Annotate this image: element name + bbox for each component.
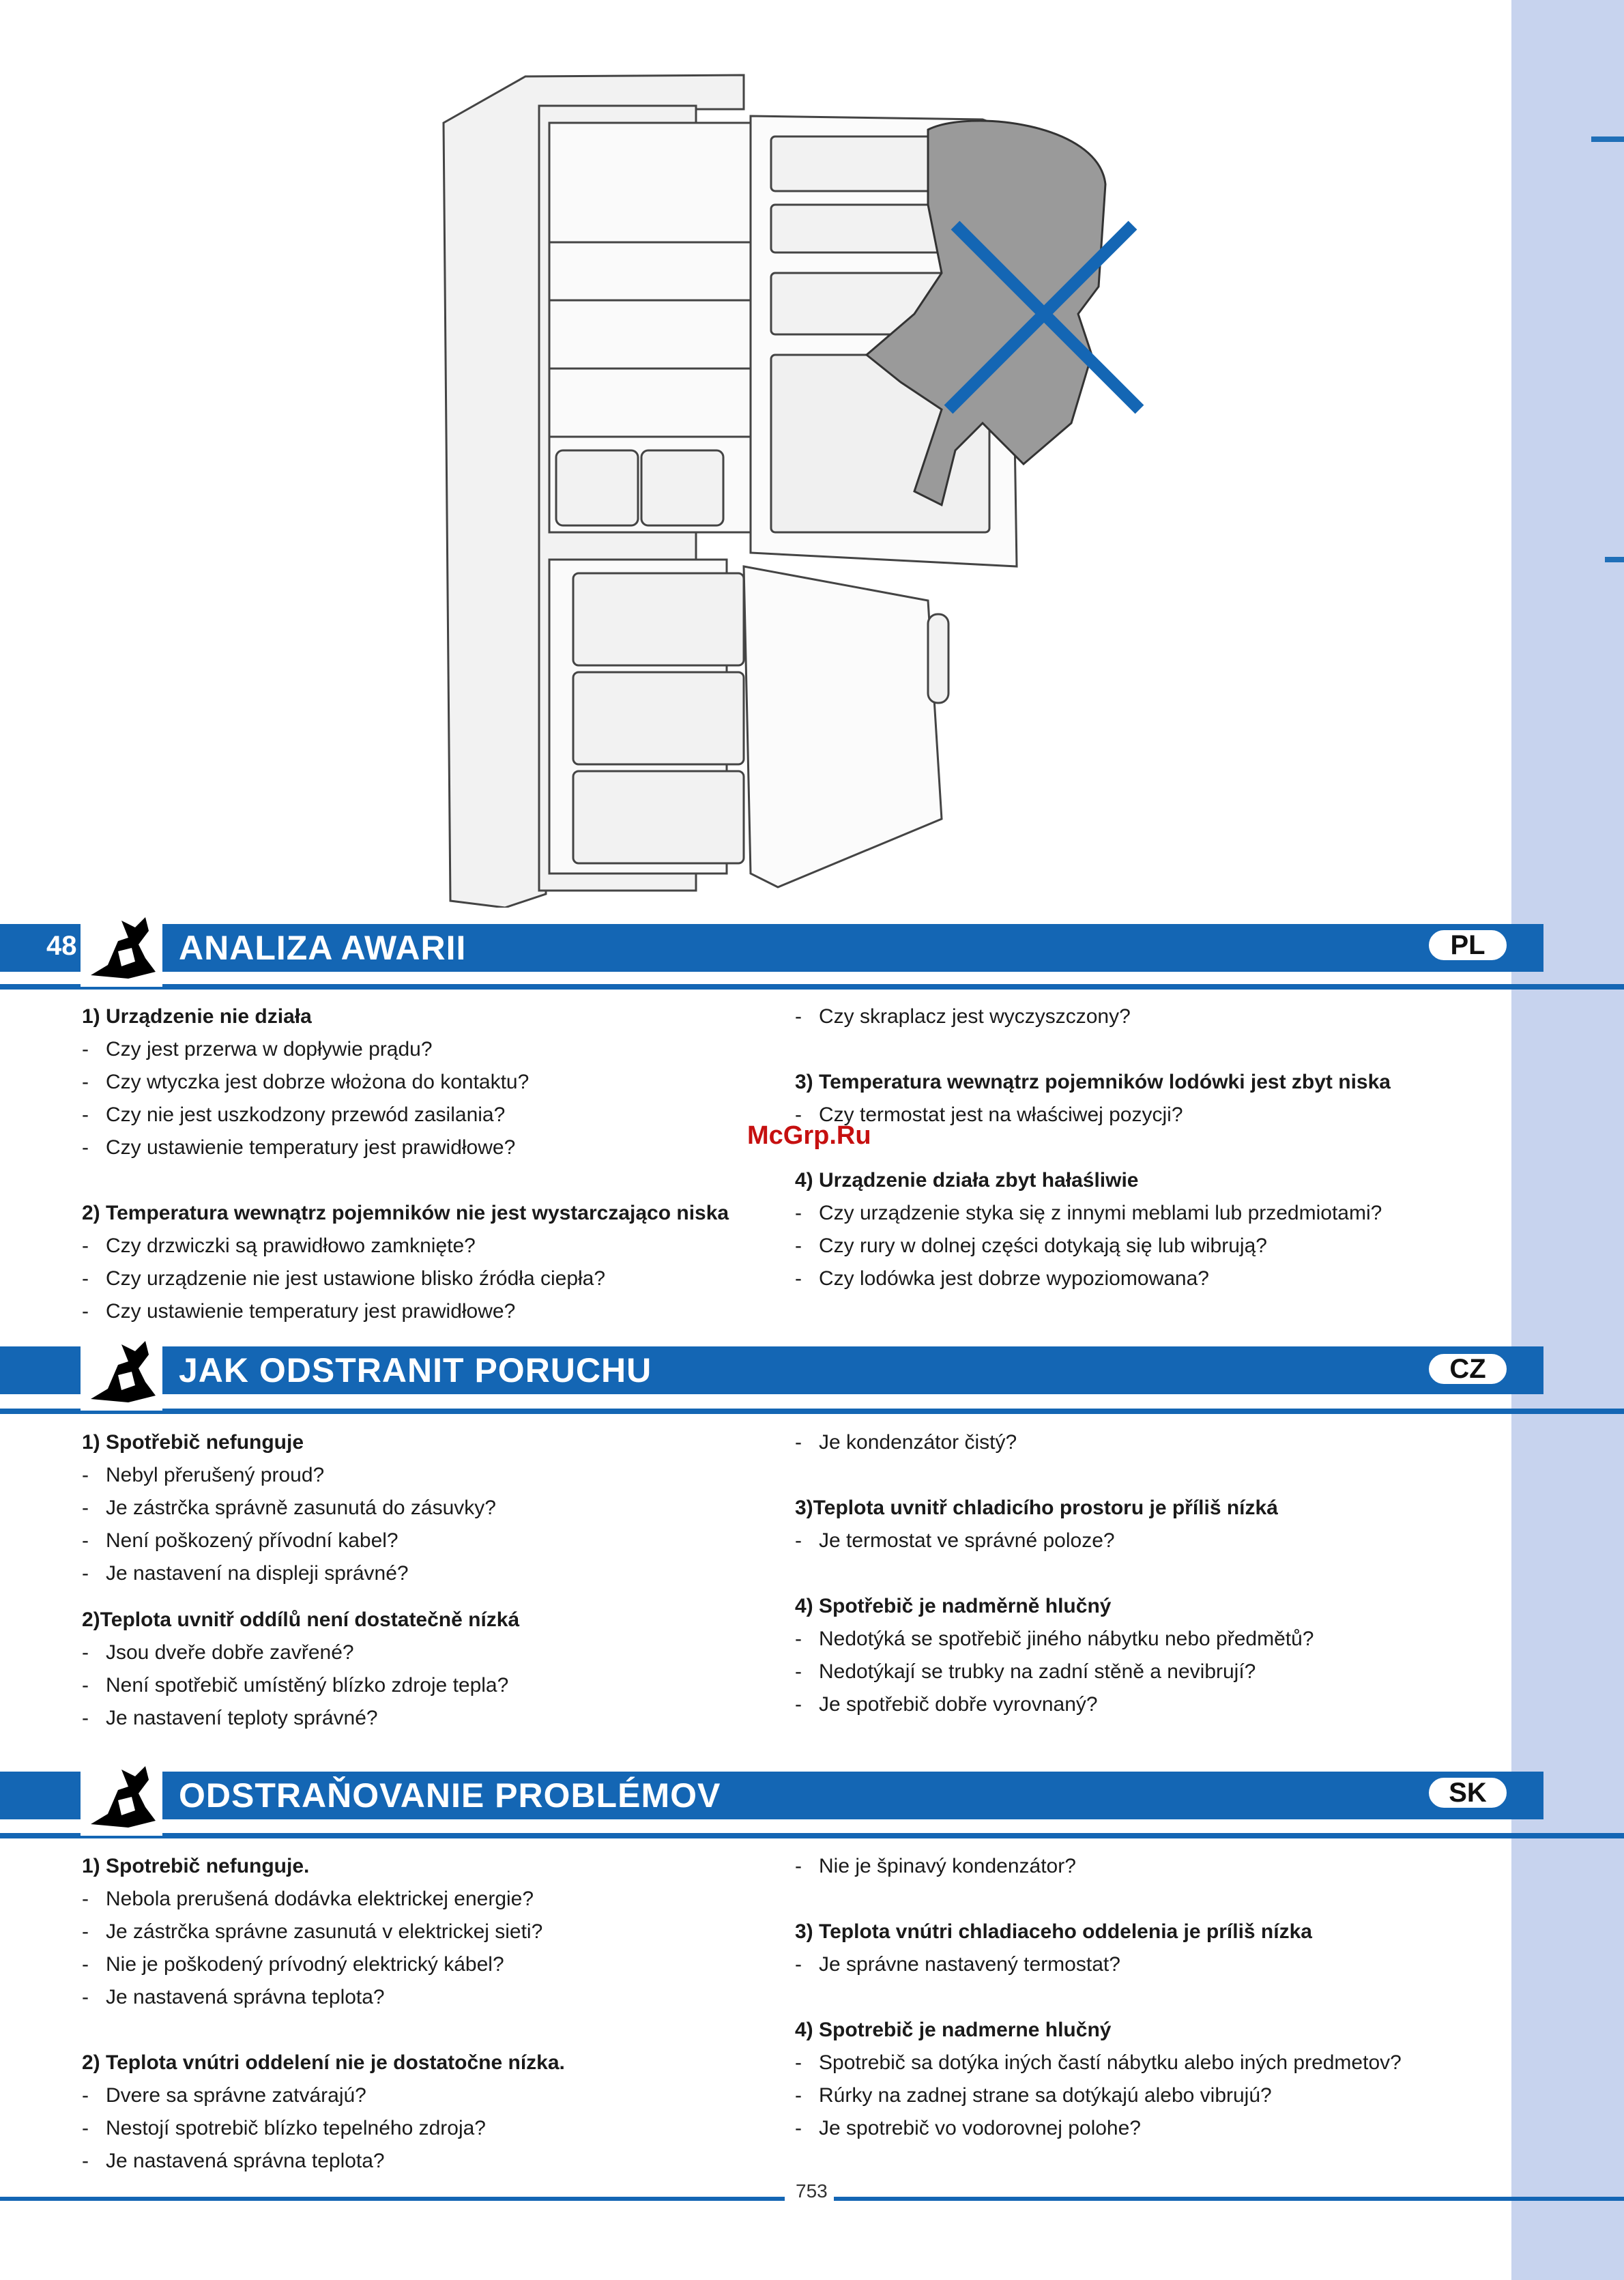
list-item: Nebola prerušená dodávka elektrickej ene… (82, 1883, 764, 1916)
question-heading: 2)Teplota uvnitř oddílů není dostatečně … (82, 1608, 520, 1631)
pl-left-column: 1) Urządzenie nie działa Czy jest przerw… (82, 1000, 764, 1328)
list-item: Czy urządzenie nie jest ustawione blisko… (82, 1262, 764, 1295)
cz-right-column: Je kondenzátor čistý? 3)Teplota uvnitř c… (795, 1426, 1477, 1721)
question-heading: 2) Teplota vnútri oddelení nie je dostat… (82, 2051, 565, 2074)
list-item: Nebyl přerušený proud? (82, 1459, 764, 1492)
list-item: Není spotřebič umístěný blízko zdroje te… (82, 1669, 764, 1702)
list-item: Nedotýkají se trubky na zadní stěně a ne… (795, 1656, 1477, 1688)
list-item: Czy jest przerwa w dopływie prądu? (82, 1033, 764, 1066)
sk-left-column: 1) Spotrebič nefunguje. Nebola prerušená… (82, 1850, 764, 2178)
list-item: Czy termostat jest na właściwej pozycji? (795, 1099, 1477, 1131)
section-header-cz: JAK ODSTRANIT PORUCHU (0, 1346, 1543, 1394)
list-item: Czy drzwiczki są prawidłowo zamknięte? (82, 1230, 764, 1262)
section-rule (0, 1833, 1624, 1838)
list-item: Jsou dveře dobře zavřené? (82, 1636, 764, 1669)
list-item: Czy ustawienie temperatury jest prawidło… (82, 1131, 764, 1164)
list-item: Czy ustawienie temperatury jest prawidło… (82, 1295, 764, 1328)
list-item: Czy nie jest uszkodzony przewód zasilani… (82, 1099, 764, 1131)
list-item: Czy skraplacz jest wyczyszczony? (795, 1000, 1477, 1033)
section-title: ANALIZA AWARII (179, 929, 467, 967)
question-heading: 4) Spotřebič je nadměrně hlučný (795, 1595, 1112, 1617)
language-badge-cz: CZ (1426, 1351, 1509, 1387)
side-tab-marker (1605, 557, 1624, 562)
question-heading: 3)Teplota uvnitř chladicího prostoru je … (795, 1497, 1278, 1519)
language-badge-sk: SK (1426, 1775, 1509, 1810)
sk-right-column: Nie je špinavý kondenzátor? 3) Teplota v… (795, 1850, 1477, 2145)
refrigerator-illustration (442, 74, 1144, 908)
list-item: Nie je špinavý kondenzátor? (795, 1850, 1477, 1883)
pl-right-column: Czy skraplacz jest wyczyszczony? 3) Temp… (795, 1000, 1477, 1295)
section-rule (0, 1409, 1624, 1414)
section-title: ODSTRAŇOVANIE PROBLÉMOV (179, 1776, 721, 1815)
page-number: 48 (46, 931, 77, 961)
tools-hand-icon (81, 910, 162, 987)
question-heading: 3) Teplota vnútri chladiaceho oddelenia … (795, 1920, 1312, 1943)
list-item: Je zástrčka správně zasunutá do zásuvky? (82, 1492, 764, 1525)
question-heading: 1) Spotřebič nefunguje (82, 1431, 304, 1454)
list-item: Je kondenzátor čistý? (795, 1426, 1477, 1459)
list-item: Je spotřebič dobře vyrovnaný? (795, 1688, 1477, 1721)
question-heading: 1) Urządzenie nie działa (82, 1005, 312, 1028)
list-item: Czy urządzenie styka się z innymi meblam… (795, 1197, 1477, 1230)
question-heading: 2) Temperatura wewnątrz pojemników nie j… (82, 1202, 729, 1224)
list-item: Je termostat ve správné poloze? (795, 1525, 1477, 1557)
list-item: Czy lodówka jest dobrze wypoziomowana? (795, 1262, 1477, 1295)
list-item: Nestojí spotrebič blízko tepelného zdroj… (82, 2112, 764, 2145)
list-item: Není poškozený přívodní kabel? (82, 1525, 764, 1557)
footer-page-number: 753 (796, 2180, 828, 2202)
cz-left-column: 1) Spotřebič nefunguje Nebyl přerušený p… (82, 1426, 764, 1735)
list-item: Nedotýká se spotřebič jiného nábytku neb… (795, 1623, 1477, 1656)
footer-rule-left (0, 2197, 785, 2201)
list-item: Je nastavení na displeji správné? (82, 1557, 764, 1590)
tools-hand-icon (81, 1759, 162, 1836)
section-rule (0, 984, 1624, 990)
list-item: Dvere sa správne zatvárajú? (82, 2079, 764, 2112)
question-heading: 4) Spotrebič je nadmerne hlučný (795, 2019, 1112, 2041)
watermark: McGrp.Ru (747, 1121, 871, 1150)
list-item: Je nastavená správna teplota? (82, 1981, 764, 2014)
question-heading: 1) Spotrebič nefunguje. (82, 1855, 310, 1877)
question-heading: 3) Temperatura wewnątrz pojemników lodów… (795, 1071, 1391, 1093)
list-item: Je správne nastavený termostat? (795, 1948, 1477, 1981)
tools-hand-icon (81, 1334, 162, 1411)
section-title: JAK ODSTRANIT PORUCHU (179, 1351, 652, 1389)
question-heading: 4) Urządzenie działa zbyt hałaśliwie (795, 1169, 1139, 1192)
list-item: Czy rury w dolnej części dotykają się lu… (795, 1230, 1477, 1262)
list-item: Spotrebič sa dotýka iných častí nábytku … (795, 2047, 1477, 2079)
section-header-sk: ODSTRAŇOVANIE PROBLÉMOV (0, 1772, 1543, 1819)
list-item: Je spotrebič vo vodorovnej polohe? (795, 2112, 1477, 2145)
list-item: Rúrky na zadnej strane sa dotýkajú alebo… (795, 2079, 1477, 2112)
list-item: Je nastavení teploty správné? (82, 1702, 764, 1735)
side-panel (1511, 0, 1624, 2280)
list-item: Je zástrčka správne zasunutá v elektrick… (82, 1916, 764, 1948)
section-header-pl: 48 ANALIZA AWARII (0, 924, 1543, 972)
language-badge-pl: PL (1426, 927, 1509, 963)
side-tab-marker (1591, 136, 1624, 142)
footer-rule-right (834, 2197, 1624, 2201)
list-item: Nie je poškodený prívodný elektrický káb… (82, 1948, 764, 1981)
list-item: Czy wtyczka jest dobrze włożona do konta… (82, 1066, 764, 1099)
list-item: Je nastavená správna teplota? (82, 2145, 764, 2178)
